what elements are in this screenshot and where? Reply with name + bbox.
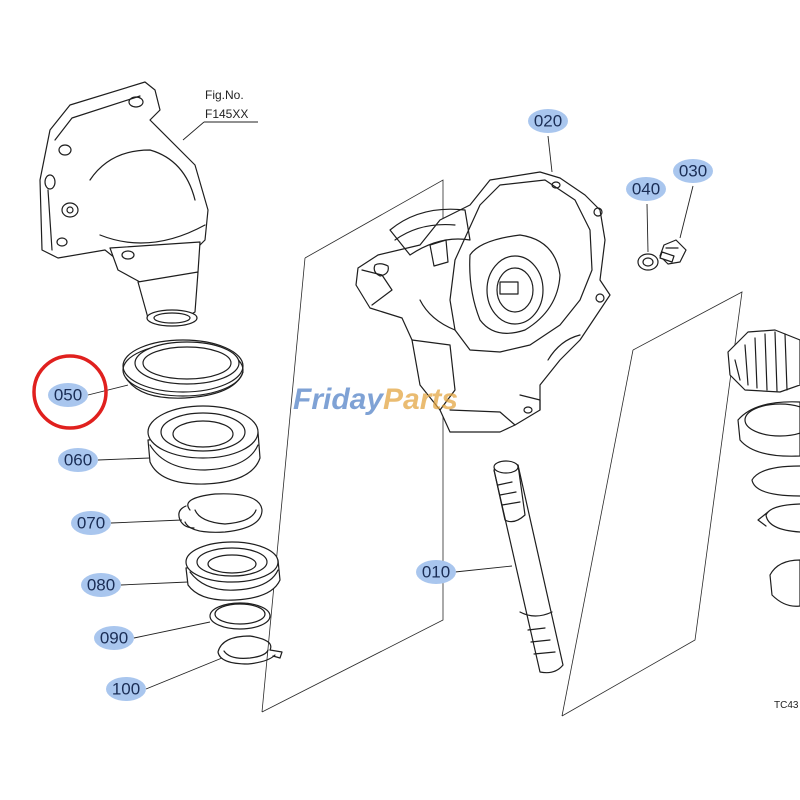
- callout-010-label: 010: [422, 563, 450, 582]
- callout-040-label: 040: [632, 180, 660, 199]
- watermark-part1: Friday: [293, 383, 384, 416]
- callout-080-label: 080: [87, 576, 115, 595]
- ball-bearing-060: [147, 405, 261, 485]
- callout-050-label: 050: [54, 386, 82, 405]
- circlip-070: [178, 493, 263, 533]
- callout-090-label: 090: [100, 629, 128, 648]
- ring-right-upper: [751, 465, 800, 497]
- figure-reference: Fig.No. F145XX: [182, 88, 258, 141]
- splined-shaft-010: [493, 460, 564, 674]
- bearing-right: [737, 401, 800, 457]
- bearing-right-lower: [769, 559, 800, 607]
- oil-seal-050: [122, 339, 244, 399]
- bevel-pinion-gear: [727, 329, 800, 393]
- callout-070-label: 070: [77, 514, 105, 533]
- shim-ring-090: [209, 602, 271, 630]
- washer-040: [637, 253, 659, 271]
- callout-080[interactable]: 080: [81, 573, 121, 597]
- watermark-part2: Parts: [383, 383, 458, 416]
- watermark: FridayParts: [293, 383, 458, 416]
- ball-bearing-080: [185, 541, 281, 601]
- callout-020[interactable]: 020: [528, 109, 568, 133]
- callout-070[interactable]: 070: [71, 511, 111, 535]
- callout-050[interactable]: 050: [48, 383, 88, 407]
- callout-100[interactable]: 100: [106, 677, 146, 701]
- highlight-circle: [32, 354, 108, 430]
- circlip-right: [757, 503, 800, 533]
- leader-lines: [87, 135, 694, 690]
- callout-060-label: 060: [64, 451, 92, 470]
- fig-no-label: Fig.No.: [205, 88, 244, 102]
- gear-case-020: [355, 171, 611, 433]
- callout-090[interactable]: 090: [94, 626, 134, 650]
- callout-060[interactable]: 060: [58, 448, 98, 472]
- callout-040[interactable]: 040: [626, 177, 666, 201]
- callout-030[interactable]: 030: [673, 159, 713, 183]
- fig-no-value: F145XX: [205, 107, 248, 121]
- callout-010[interactable]: 010: [416, 560, 456, 584]
- snap-ring-100: [217, 635, 283, 665]
- upper-gear-housing: [39, 81, 209, 327]
- assembly-frame-right: [561, 291, 743, 717]
- callout-030-label: 030: [679, 162, 707, 181]
- corner-code: TC43: [774, 700, 799, 711]
- callout-020-label: 020: [534, 112, 562, 131]
- plug-bolt-030: [659, 239, 687, 265]
- callout-100-label: 100: [112, 680, 140, 699]
